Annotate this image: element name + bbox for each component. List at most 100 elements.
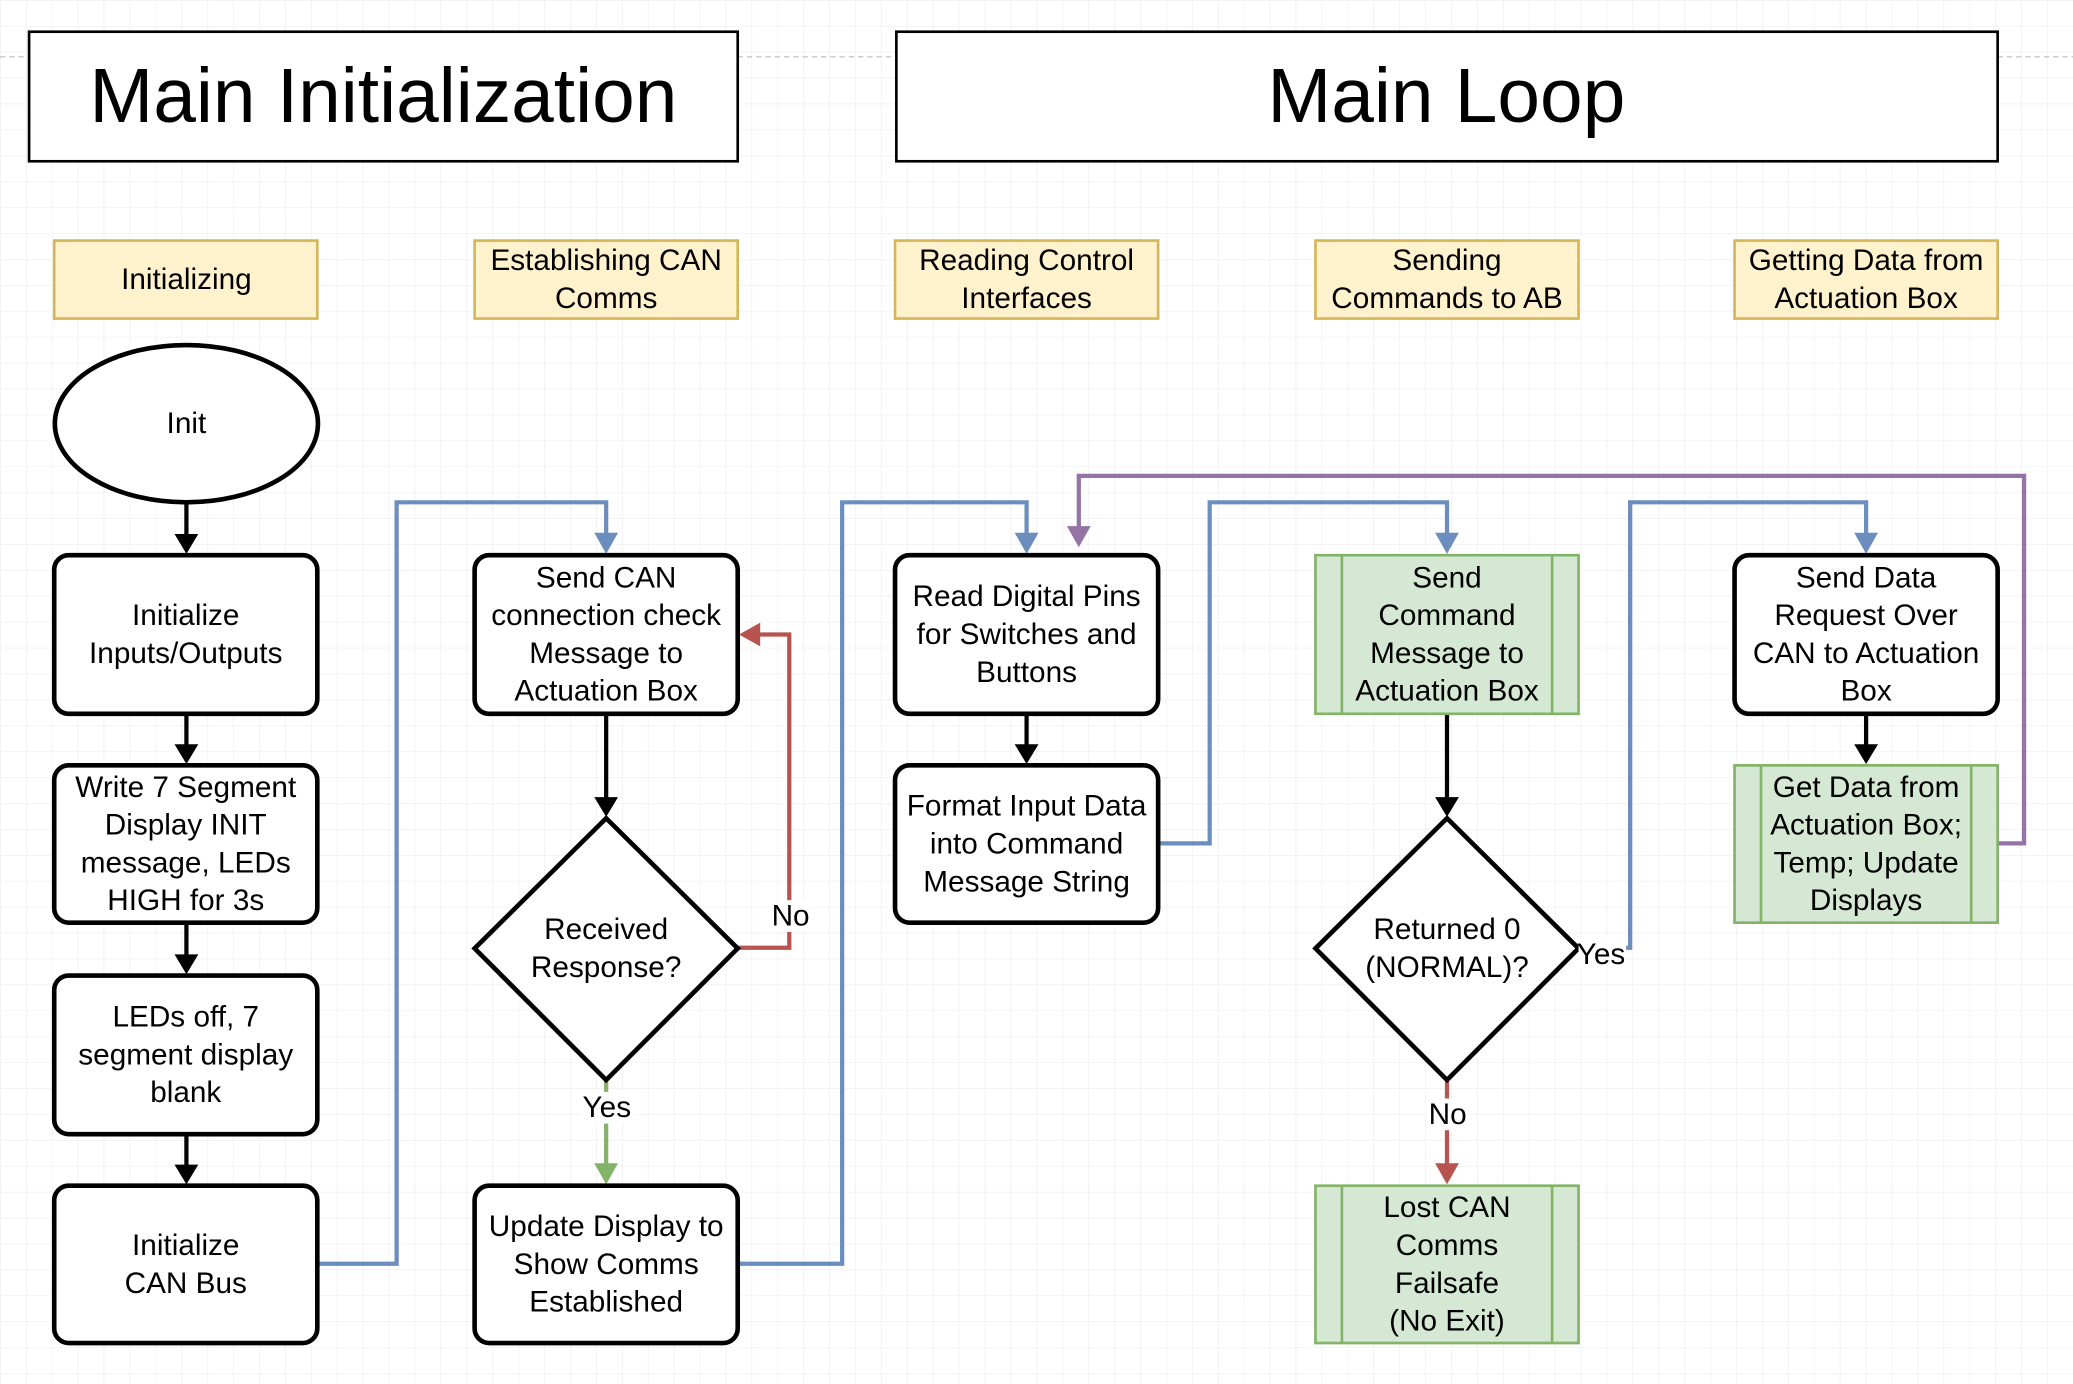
edge-format-to-sendcmd — [1158, 500, 1450, 846]
edge-getdata-loop-back — [1076, 473, 2027, 846]
label-line: Send CAN — [536, 561, 676, 594]
label-line: Actuation Box — [514, 675, 698, 708]
edge-label-yes-returned: Yes — [1577, 938, 1626, 971]
label-line: CAN to Actuation — [1753, 637, 1979, 670]
section-initializing-label: Initializing — [121, 263, 252, 296]
header-title: Main Loop — [1267, 54, 1625, 139]
label-line: Comms — [1396, 1229, 1498, 1262]
node-init-io — [51, 552, 320, 717]
edge-label-bg — [1578, 938, 1627, 971]
edge-initcan-to-sendcheck — [318, 500, 609, 1266]
arrowhead — [1014, 532, 1039, 554]
arrowhead — [174, 1164, 199, 1185]
edge-label-bg — [580, 1091, 634, 1124]
label-line: Returned 0 — [1373, 913, 1520, 946]
node-send-check — [472, 552, 741, 717]
arrowhead — [1435, 532, 1459, 554]
label-line: Initializing — [121, 263, 252, 296]
label-line: for Switches and — [917, 618, 1137, 651]
node-read-pins — [892, 552, 1161, 717]
label-line: Sending — [1392, 244, 1501, 277]
label-line: Response? — [531, 951, 681, 984]
edge-labels: No Yes Yes No — [580, 900, 1627, 1131]
section-can-comms-box — [473, 239, 740, 320]
label-line: Actuation Box; — [1770, 809, 1962, 842]
label-line: Temp; Update — [1774, 846, 1959, 879]
node-received-decision — [471, 814, 741, 1084]
node-send-request — [1732, 552, 2000, 717]
arrowhead — [739, 622, 761, 647]
edge-label-yes-received: Yes — [583, 1091, 632, 1124]
label-line: Init — [167, 407, 207, 440]
header-box — [27, 30, 740, 163]
flow-edges — [174, 473, 2027, 1266]
label-line: Failsafe — [1395, 1267, 1499, 1300]
label-line: Buttons — [976, 656, 1077, 689]
label-line: Commands to AB — [1331, 282, 1562, 315]
arrowhead — [1435, 797, 1459, 817]
label-line: Initialize — [132, 1229, 239, 1262]
arrowhead — [1854, 532, 1878, 554]
label-line: Update Display to — [489, 1210, 724, 1243]
arrowhead — [174, 954, 199, 975]
arrowhead — [594, 1163, 619, 1185]
label-line: Actuation Box — [1774, 282, 1958, 315]
label-line: Initialize — [132, 599, 239, 632]
arrowhead — [1066, 526, 1091, 548]
arrowhead — [1854, 744, 1878, 765]
arrowhead — [1014, 744, 1039, 765]
label-line: connection check — [491, 599, 721, 632]
label-line: Message String — [923, 865, 1130, 898]
label-line: Comms — [555, 282, 657, 315]
node-returned-decision — [1312, 814, 1582, 1084]
edge-received-no — [737, 632, 792, 950]
node-returned-label: Returned 0(NORMAL)? — [1365, 913, 1529, 984]
label-line: HIGH for 3s — [107, 884, 264, 917]
node-leds-off — [51, 973, 320, 1137]
node-write7 — [51, 763, 320, 925]
arrowhead — [594, 797, 619, 817]
label-line: Lost CAN — [1383, 1191, 1510, 1224]
arrowhead — [594, 532, 619, 554]
node-lost-can — [1314, 1184, 1580, 1345]
label-line: Box — [1840, 675, 1891, 708]
node-get-data — [1733, 764, 1999, 924]
label-line: Send — [1412, 561, 1481, 594]
edge-label-no-returned: No — [1429, 1098, 1467, 1131]
label-line: Get Data from — [1773, 771, 1960, 804]
arrowhead — [174, 744, 199, 765]
label-line: Getting Data from — [1749, 244, 1984, 277]
header-title: Main Initialization — [89, 54, 677, 139]
label-line: Write 7 Segment — [75, 771, 297, 804]
label-line: segment display — [78, 1038, 293, 1071]
header-box — [895, 30, 1999, 163]
label-line: Actuation Box — [1355, 675, 1539, 708]
label-line: Show Comms — [514, 1248, 699, 1281]
edge-updatedisp-to-readpins — [737, 500, 1029, 1266]
arrowhead — [1435, 1163, 1459, 1185]
section-initializing-box — [52, 239, 319, 320]
header-main-loop: Main Loop — [895, 30, 1999, 163]
label-line: blank — [150, 1076, 221, 1109]
edge-label-bg — [770, 900, 811, 932]
label-line: Interfaces — [961, 282, 1092, 315]
label-line: Display INIT — [105, 809, 267, 842]
node-init-label: Init — [167, 407, 207, 440]
label-line: Read Digital Pins — [913, 580, 1141, 613]
label-line: message, LEDs — [81, 846, 291, 879]
arrowhead — [174, 534, 199, 554]
